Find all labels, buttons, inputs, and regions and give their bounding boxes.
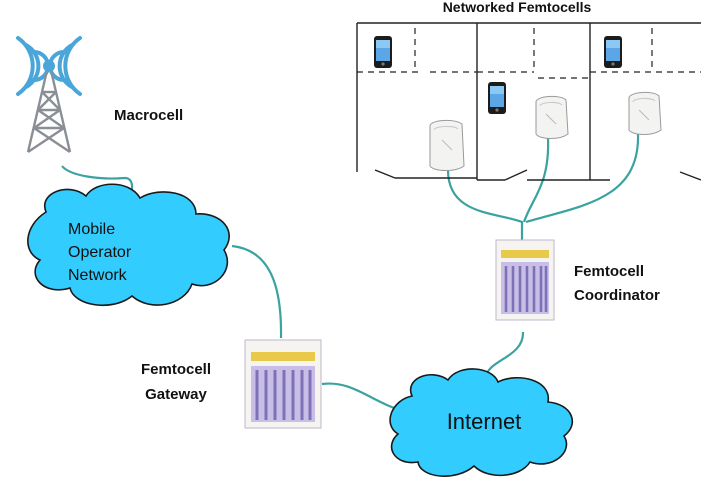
- femtocell-gateway-label-line2: Gateway: [145, 386, 207, 403]
- macrocell-tower-icon: [16, 36, 82, 153]
- femtocell-coordinator-label-line1: Femtocell: [574, 263, 644, 280]
- link-femto2-to-coordinator: [522, 136, 550, 223]
- femtocell-gateway-label-line1: Femtocell: [141, 361, 211, 378]
- femtocell-access-point-icon: [429, 119, 465, 171]
- mobile-operator-network-cloud: [27, 183, 230, 307]
- connection-links: [61, 133, 640, 414]
- link-mno-to-gateway: [231, 244, 283, 339]
- mobile-operator-network-label-line2: Operator: [68, 244, 132, 261]
- mobile-operator-network-label-line1: Mobile: [68, 221, 115, 238]
- mobile-operator-network-label-line3: Network: [68, 267, 128, 284]
- internet-label: Internet: [447, 409, 522, 434]
- internet-cloud: [389, 368, 574, 477]
- macrocell-label: Macrocell: [114, 107, 183, 124]
- femtocell-coordinator-label-line2: Coordinator: [574, 287, 660, 304]
- phone-icon: [488, 82, 506, 114]
- networked-femtocells-building: [356, 22, 701, 181]
- femtocell-access-point-icon: [535, 95, 569, 139]
- femtocell-coordinator-device-icon: [495, 239, 555, 321]
- phone-icon: [374, 36, 392, 68]
- phone-icon: [604, 36, 622, 68]
- link-macrocell-to-mno: [61, 165, 134, 197]
- femtocell-gateway-device-icon: [244, 339, 322, 429]
- link-femto3-to-coordinator: [525, 133, 640, 224]
- networked-femtocells-label: Networked Femtocells: [443, 0, 592, 15]
- link-femto1-to-coordinator: [446, 169, 524, 240]
- link-internet-to-coordinator: [484, 331, 525, 379]
- femtocell-access-point-icon: [628, 91, 662, 135]
